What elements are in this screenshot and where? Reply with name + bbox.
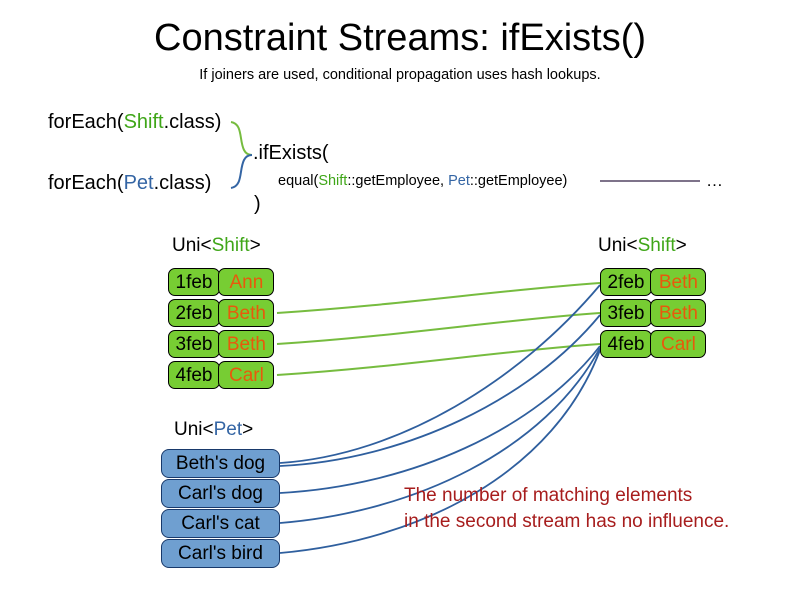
brace-lower-blue: [230, 154, 253, 189]
equal-prefix: equal(: [278, 173, 319, 189]
equal-pet-method: ::getEmployee): [469, 173, 568, 189]
foreach-shift-prefix: forEach(: [48, 111, 124, 133]
shift-date-cell: 2feb: [168, 299, 220, 327]
pet-stream-label: Uni<Pet>: [174, 418, 253, 441]
right-shift-label-type: Shift: [637, 235, 676, 256]
list-item[interactable]: Carl's cat: [161, 509, 280, 538]
left-shift-label-type: Shift: [211, 235, 250, 256]
shift-name-cell: Carl: [218, 361, 275, 389]
foreach-shift-suffix: .class): [163, 111, 222, 133]
annotation-note-line2: in the second stream has no influence.: [404, 511, 730, 532]
table-row[interactable]: 3feb Beth: [600, 299, 707, 327]
shift-date-cell: 2feb: [600, 268, 652, 296]
list-item[interactable]: Beth's dog: [161, 449, 280, 478]
slide-title: Constraint Streams: ifExists(): [154, 17, 646, 59]
wire-pet-carls-dog-to-4feb: [279, 345, 601, 494]
brace-upper-green: [230, 121, 253, 156]
code-line-foreach-shift: forEach(Shift.class): [48, 110, 221, 134]
pet-label-type: Pet: [213, 419, 243, 440]
code-line-foreach-pet: forEach(Pet.class): [48, 171, 211, 195]
slide-subtitle: If joiners are used, conditional propaga…: [199, 67, 601, 83]
code-equal-joiner: equal(Shift::getEmployee, Pet::getEmploy…: [278, 172, 567, 190]
shift-name-cell: Beth: [650, 268, 707, 296]
shift-date-cell: 4feb: [168, 361, 220, 389]
foreach-shift-type: Shift: [123, 111, 164, 133]
wire-shift-3feb: [276, 312, 601, 345]
wire-pet-beths-dog-to-2feb: [279, 284, 601, 464]
code-ifexists-call: .ifExists(: [253, 142, 329, 164]
right-shift-label-prefix: Uni<: [598, 235, 638, 256]
wire-shift-4feb: [276, 343, 601, 376]
table-row[interactable]: 2feb Beth: [168, 299, 275, 327]
shift-name-cell: Beth: [650, 299, 707, 327]
shift-name-cell: Beth: [218, 330, 275, 358]
equal-shift-type: Shift: [318, 173, 348, 189]
shift-name-cell: Carl: [650, 330, 707, 358]
left-shift-stream-label: Uni<Shift>: [172, 234, 261, 257]
list-item[interactable]: Carl's bird: [161, 539, 280, 568]
list-item[interactable]: Carl's dog: [161, 479, 280, 508]
shift-date-cell: 1feb: [168, 268, 220, 296]
foreach-pet-prefix: forEach(: [48, 172, 124, 194]
shift-date-cell: 4feb: [600, 330, 652, 358]
pet-label-suffix: >: [242, 419, 254, 440]
shift-name-cell: Beth: [218, 299, 275, 327]
table-row[interactable]: 2feb Beth: [600, 268, 707, 296]
equal-shift-method: ::getEmployee,: [347, 173, 449, 189]
equal-pet-type: Pet: [448, 173, 470, 189]
foreach-pet-suffix: .class): [153, 172, 212, 194]
shift-date-cell: 3feb: [600, 299, 652, 327]
left-shift-label-prefix: Uni<: [172, 235, 212, 256]
table-row[interactable]: 4feb Carl: [168, 361, 275, 389]
shift-date-cell: 3feb: [168, 330, 220, 358]
wire-shift-2feb: [276, 282, 601, 314]
joiner-ellipsis: …: [706, 171, 723, 190]
table-row[interactable]: 4feb Carl: [600, 330, 707, 358]
left-shift-label-suffix: >: [249, 235, 261, 256]
right-shift-stream-label: Uni<Shift>: [598, 234, 687, 257]
table-row[interactable]: 1feb Ann: [168, 268, 275, 296]
annotation-note-line1: The number of matching elements: [404, 485, 693, 506]
wire-pet-beths-dog-to-3feb: [279, 314, 601, 467]
foreach-pet-type: Pet: [123, 172, 154, 194]
pet-label-prefix: Uni<: [174, 419, 214, 440]
right-shift-label-suffix: >: [675, 235, 687, 256]
table-row[interactable]: 3feb Beth: [168, 330, 275, 358]
shift-name-cell: Ann: [218, 268, 275, 296]
code-close-paren: ): [254, 193, 261, 215]
